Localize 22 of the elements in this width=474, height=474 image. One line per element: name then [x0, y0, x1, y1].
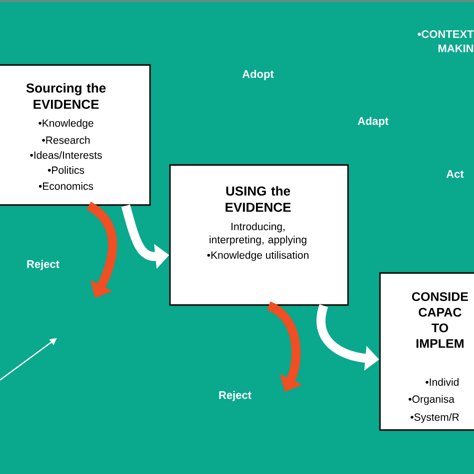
bullet-item: •Politics: [48, 166, 84, 174]
label-text: Reject: [27, 260, 60, 270]
box-text: Introducing, interpreting, applying: [210, 222, 306, 246]
label-text: Act: [446, 170, 464, 178]
bullet-item: •Ideas/Interests: [30, 151, 102, 159]
process-box: [0, 64, 151, 206]
process-box: [169, 164, 349, 306]
label-text: •CONTEXT MAKIN: [418, 30, 474, 52]
bullet-item: •Knowledge utilisation: [207, 251, 308, 261]
bullet-item: •Economics: [38, 182, 94, 190]
bullet-item: •Individ: [426, 378, 459, 386]
bullet-item: •Knowledge: [38, 119, 94, 129]
box-heading: CONSIDE CAPAC TO IMPLEM: [412, 292, 468, 348]
bullet-item: •Organisa: [408, 395, 454, 405]
label-text: Adapt: [358, 116, 388, 128]
box-heading: USING the EVIDENCE: [226, 186, 291, 212]
label-text: Reject: [219, 390, 252, 402]
process-box: [379, 272, 474, 431]
bullet-item: •System/R: [410, 413, 459, 423]
bullet-item: •Research: [42, 136, 90, 144]
label-text: Adopt: [242, 70, 274, 80]
box-heading: Sourcing the EVIDENCE: [26, 83, 106, 109]
